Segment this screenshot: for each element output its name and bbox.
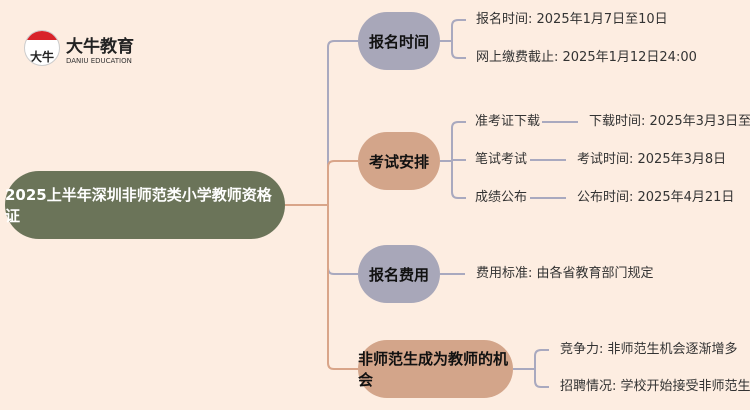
leaf-detail: 下载时间: 2025年3月3日至8日 — [589, 114, 750, 129]
leaf-item: 准考证下载 — [475, 114, 541, 129]
leaf-item: 成绩公布 — [475, 190, 528, 205]
branch-exam-schedule: 考试安排 — [358, 132, 440, 190]
logo-name: 大牛教育 — [66, 36, 134, 57]
leaf-detail: 公布时间: 2025年4月21日 — [577, 190, 735, 205]
root-node: 2025上半年深圳非师范类小学教师资格证 — [5, 171, 285, 239]
logo: 大牛 大牛教育 DANIU EDUCATION — [24, 30, 134, 66]
leaf-item: 网上缴费截止: 2025年1月12日24:00 — [476, 50, 697, 65]
branch-registration-fee: 报名费用 — [358, 245, 440, 303]
leaf-item: 报名时间: 2025年1月7日至10日 — [476, 12, 668, 27]
leaf-detail: 考试时间: 2025年3月8日 — [577, 152, 727, 167]
leaf-item: 费用标准: 由各省教育部门规定 — [476, 266, 654, 281]
logo-mark: 大牛 — [24, 30, 60, 66]
leaf-item: 笔试考试 — [475, 152, 528, 167]
leaf-item: 竞争力: 非师范生机会逐渐增多 — [560, 342, 738, 357]
logo-subtitle: DANIU EDUCATION — [66, 56, 132, 65]
branch-registration-time: 报名时间 — [358, 12, 440, 70]
branch-non-normal-opportunity: 非师范生成为教师的机会 — [358, 340, 513, 398]
leaf-item: 招聘情况: 学校开始接受非师范生 — [560, 379, 750, 394]
